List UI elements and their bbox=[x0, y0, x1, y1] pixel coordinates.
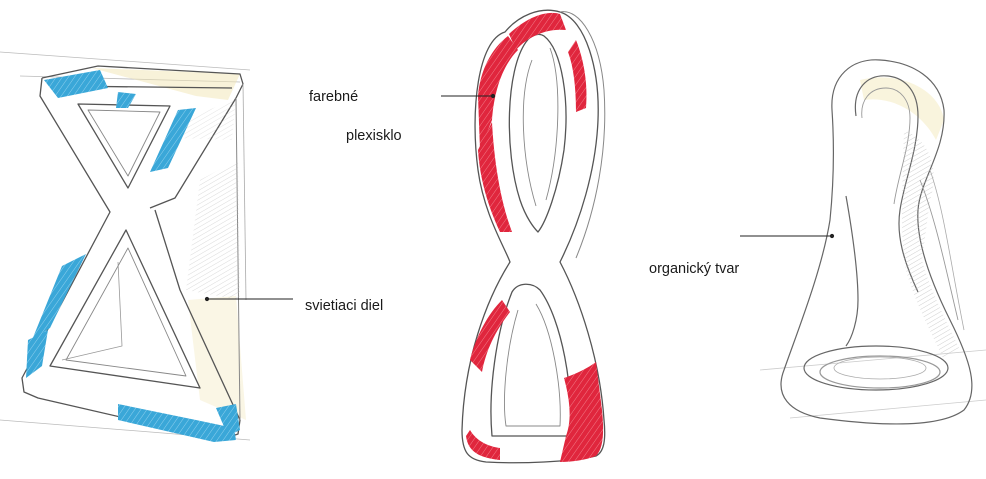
label-plexiglass: plexisklo bbox=[346, 129, 402, 144]
hourglass-lamp-sketch bbox=[0, 52, 250, 442]
figure-eight-lamp-sketch bbox=[462, 10, 605, 463]
label-colored: farebné bbox=[309, 90, 358, 105]
organic-lamp-sketch bbox=[760, 60, 986, 424]
label-light-part: svietiaci diel bbox=[305, 299, 383, 314]
label-organic-shape: organický tvar bbox=[649, 262, 739, 277]
